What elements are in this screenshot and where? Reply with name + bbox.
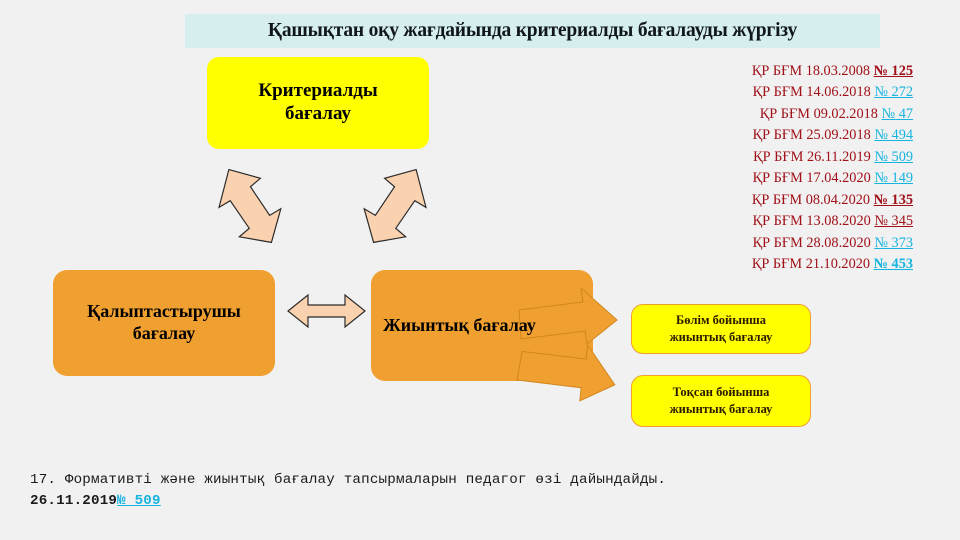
box-section-summative-line2: жиынтық бағалау	[669, 330, 773, 344]
box-quarter-summative-line2: жиынтық бағалау	[669, 402, 773, 416]
document-date: 17.04.2020	[806, 170, 871, 187]
document-number-link[interactable]: № 373	[874, 234, 913, 251]
document-reference-list: ҚР БҒМ 18.03.2008 № 125 ҚР БҒМ 14.06.201…	[698, 61, 913, 275]
box-quarter-summative-label: Тоқсан бойынша жиынтық бағалау	[670, 384, 773, 418]
document-number-link[interactable]: № 453	[873, 255, 913, 272]
double-arrow-diagonal-left	[218, 168, 282, 244]
box-criteria-assessment-label: Критериалды бағалау	[258, 80, 377, 126]
footnote: 17. Формативті және жиынтық бағалау тапс…	[30, 470, 930, 511]
box-section-summative-line1: Бөлім бойынша	[676, 313, 766, 328]
document-number-link[interactable]: № 47	[881, 105, 913, 122]
document-number-link[interactable]: № 494	[874, 127, 913, 144]
document-date: 28.08.2020	[806, 234, 871, 251]
document-number-link[interactable]: № 345	[874, 213, 913, 230]
page-title: Қашықтан оқу жағдайында критериалды баға…	[267, 20, 798, 41]
double-arrow-horizontal	[287, 293, 366, 329]
document-agency: ҚР БҒМ	[752, 170, 803, 187]
document-agency: ҚР БҒМ	[759, 105, 810, 122]
double-arrow-diagonal-right	[363, 168, 427, 244]
document-date: 13.08.2020	[806, 213, 871, 230]
box-quarter-summative-line1: Тоқсан бойынша	[672, 385, 770, 400]
box-criteria-assessment: Критериалды бағалау	[207, 57, 429, 149]
document-agency: ҚР БҒМ	[753, 148, 804, 165]
document-list-item[interactable]: ҚР БҒМ 26.11.2019 № 509	[698, 147, 913, 168]
box-formative-assessment-line2: бағалау	[132, 323, 196, 343]
box-formative-assessment: Қалыптастырушы бағалау	[53, 270, 275, 376]
document-date: 21.10.2020	[805, 255, 871, 272]
document-list-item[interactable]: ҚР БҒМ 13.08.2020 № 345	[698, 211, 913, 232]
document-date: 26.11.2019	[806, 148, 871, 165]
box-section-summative-label: Бөлім бойынша жиынтық бағалау	[670, 312, 773, 346]
document-date: 14.06.2018	[806, 84, 871, 101]
document-agency: ҚР БҒМ	[752, 127, 803, 144]
slide-title-band: Қашықтан оқу жағдайында критериалды баға…	[185, 14, 880, 48]
box-quarter-summative-assessment: Тоқсан бойынша жиынтық бағалау	[631, 375, 811, 427]
document-agency: ҚР БҒМ	[752, 213, 803, 230]
box-formative-assessment-label: Қалыптастырушы бағалау	[87, 301, 241, 344]
document-agency: ҚР БҒМ	[751, 255, 803, 272]
footnote-line-1: 17. Формативті және жиынтық бағалау тапс…	[30, 472, 667, 488]
document-list-item[interactable]: ҚР БҒМ 14.06.2018 № 272	[698, 82, 913, 103]
document-date: 18.03.2008	[805, 63, 871, 79]
document-date: 25.09.2018	[806, 127, 871, 144]
box-summative-assessment: Жиынтық бағалау	[371, 270, 593, 381]
document-date: 08.04.2020	[805, 191, 871, 208]
box-section-summative-assessment: Бөлім бойынша жиынтық бағалау	[631, 304, 811, 354]
document-agency: ҚР БҒМ	[751, 191, 803, 208]
document-agency: ҚР БҒМ	[752, 84, 803, 101]
document-list-item[interactable]: ҚР БҒМ 17.04.2020 № 149	[698, 168, 913, 189]
box-summative-assessment-label: Жиынтық бағалау	[383, 314, 536, 335]
footnote-document-link[interactable]: № 509	[117, 492, 161, 509]
document-agency: ҚР БҒМ	[752, 234, 803, 251]
document-date: 09.02.2018	[813, 105, 878, 122]
box-formative-assessment-line1: Қалыптастырушы	[87, 301, 241, 322]
document-number-link[interactable]: № 149	[874, 170, 913, 187]
document-list-item[interactable]: ҚР БҒМ 08.04.2020 № 135	[698, 190, 913, 211]
document-list-item[interactable]: ҚР БҒМ 28.08.2020 № 373	[698, 233, 913, 254]
footnote-line-2: 26.11.2019№ 509	[30, 491, 930, 512]
document-list-item[interactable]: ҚР БҒМ 09.02.2018 № 47	[698, 104, 913, 125]
box-criteria-assessment-line2: бағалау	[285, 103, 351, 124]
document-number-link[interactable]: № 509	[874, 148, 913, 165]
document-list-item[interactable]: ҚР БҒМ 18.03.2008 № 125	[698, 61, 913, 82]
document-number-link[interactable]: № 135	[873, 191, 913, 208]
footnote-date: 26.11.2019	[30, 492, 118, 509]
document-list-item[interactable]: ҚР БҒМ 21.10.2020 № 453	[698, 254, 913, 275]
box-criteria-assessment-line1: Критериалды	[258, 80, 378, 102]
document-agency: ҚР БҒМ	[751, 63, 803, 79]
document-list-item[interactable]: ҚР БҒМ 25.09.2018 № 494	[698, 125, 913, 146]
document-number-link[interactable]: № 125	[873, 63, 913, 79]
document-number-link[interactable]: № 272	[874, 84, 913, 101]
